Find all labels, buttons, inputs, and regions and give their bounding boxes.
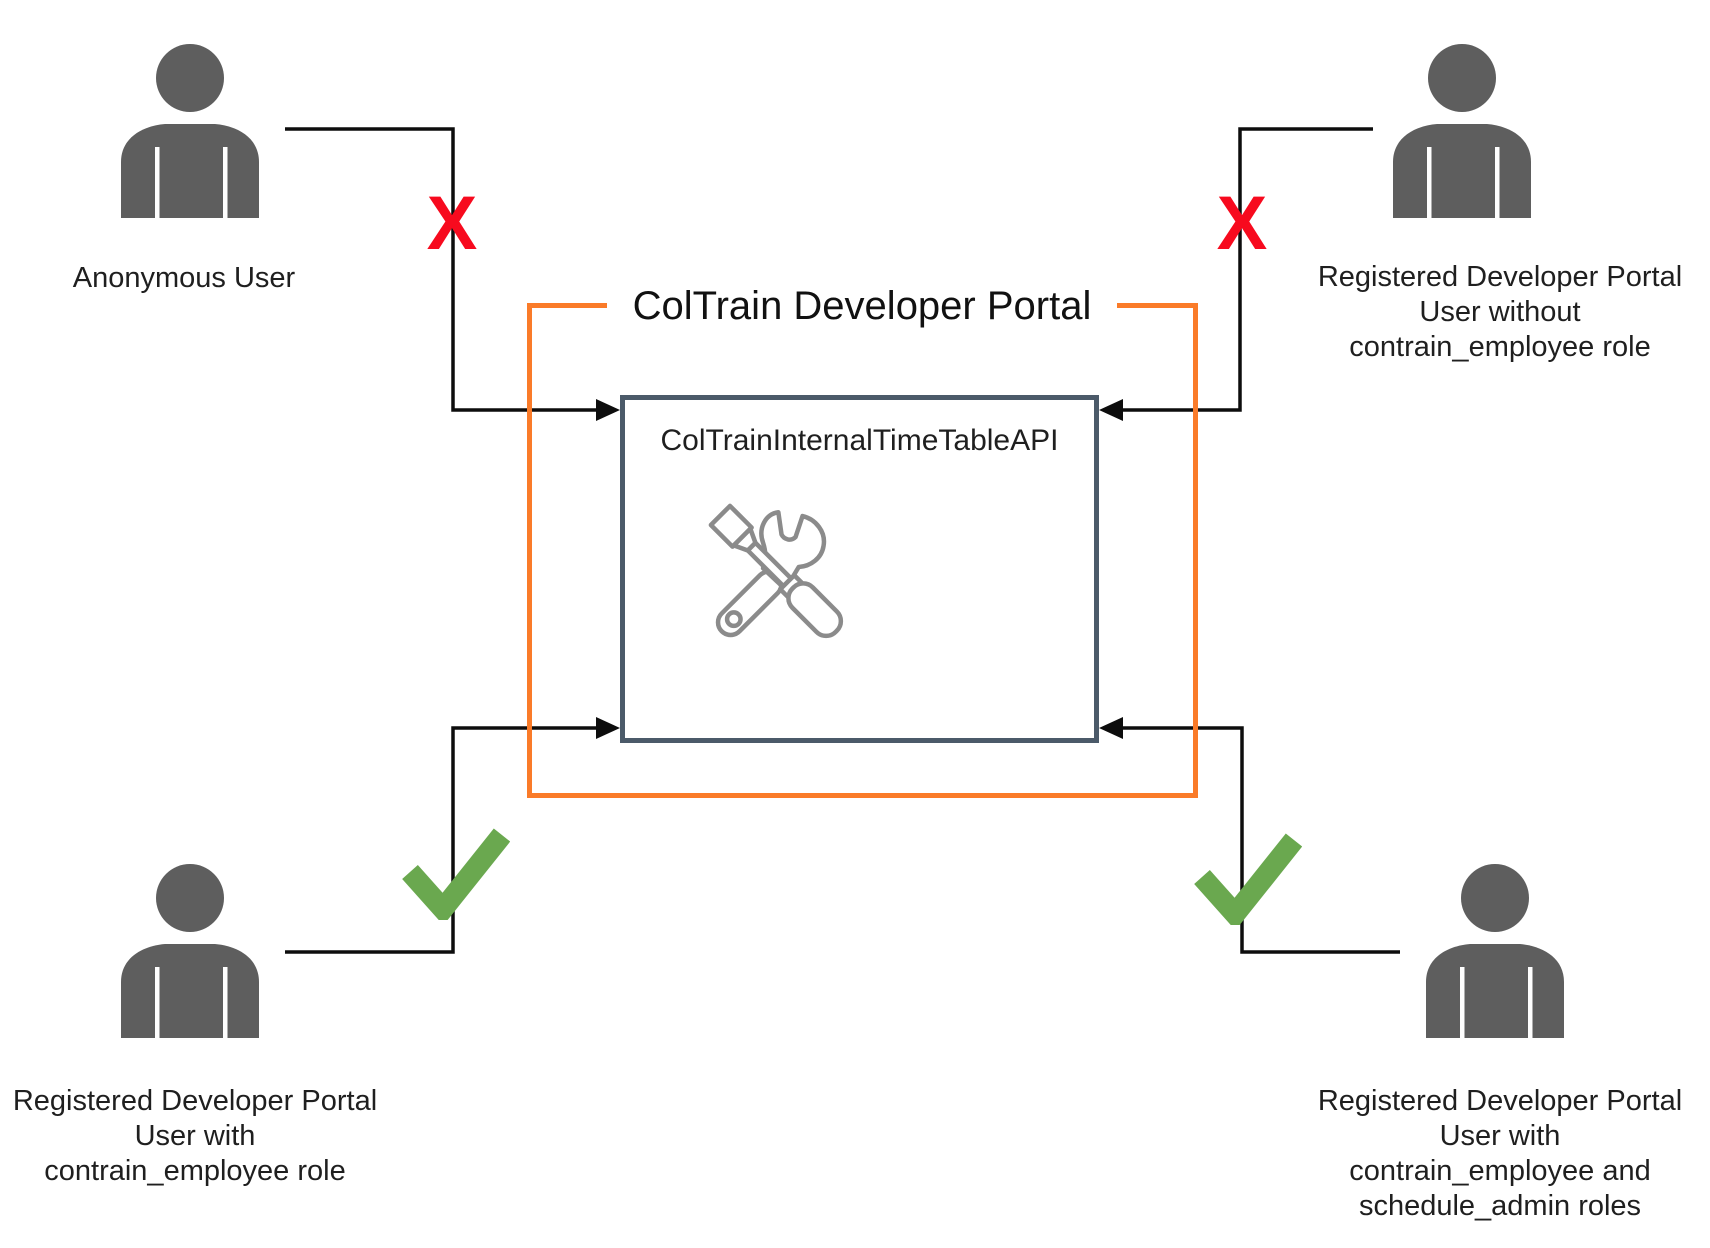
person-icon-employee (121, 864, 259, 1038)
label-registered-no-role: Registered Developer Portal User without… (1317, 261, 1683, 363)
connector-top-left (285, 127, 598, 412)
allowed-check-icon (1194, 833, 1302, 925)
portal-title: ColTrain Developer Portal (607, 283, 1117, 329)
label-employee-role: Registered Developer Portal User with co… (12, 1085, 378, 1187)
person-icon-registered-no-role (1393, 44, 1531, 218)
connector-bottom-right (1121, 726, 1400, 954)
tools-icon (708, 503, 844, 639)
person-icon-employee-admin (1426, 864, 1564, 1038)
arrowhead-top-right (1099, 399, 1123, 421)
connector-bottom-left (285, 726, 598, 954)
api-box: ColTrainInternalTimeTableAPI (620, 395, 1099, 743)
person-icon-anonymous (121, 44, 259, 218)
denied-x-icon: X (1216, 181, 1268, 266)
allowed-check-icon (402, 828, 510, 920)
arrowhead-bottom-left (596, 717, 620, 739)
connector-top-right (1121, 127, 1373, 412)
screwdriver-icon (708, 503, 844, 639)
denied-x-icon: X (426, 181, 478, 266)
arrowhead-bottom-right (1099, 717, 1123, 739)
api-name: ColTrainInternalTimeTableAPI (660, 424, 1059, 457)
label-anonymous-user: Anonymous User (72, 262, 296, 294)
label-employee-admin-roles: Registered Developer Portal User with co… (1317, 1085, 1683, 1222)
arrowhead-top-left (596, 399, 620, 421)
